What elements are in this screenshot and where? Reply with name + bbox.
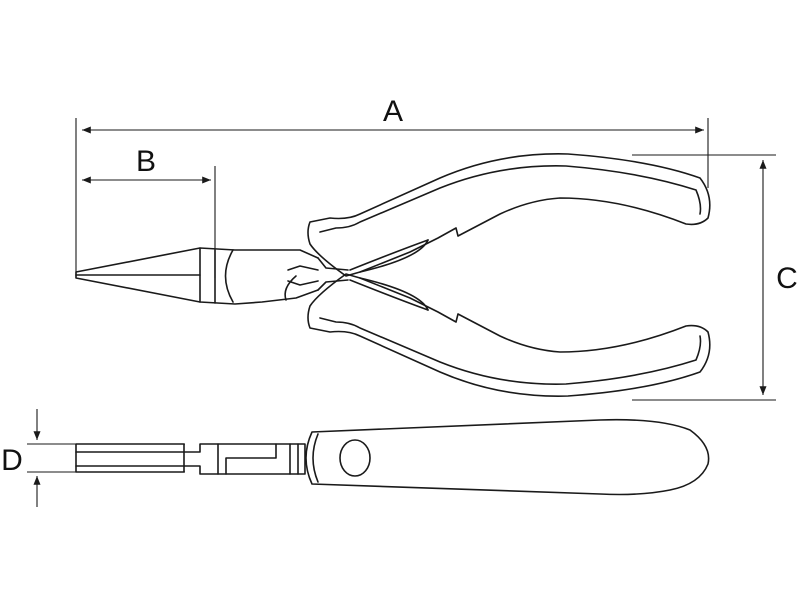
upper-handle-outer [307, 153, 711, 277]
jaw-inner-top [287, 265, 319, 271]
dimension-label-b: B [136, 145, 156, 178]
upper-handle-return [359, 239, 429, 273]
lower-handle-outer [307, 273, 711, 397]
side-jaw-outline [75, 443, 185, 473]
dimension-d: D [1, 409, 185, 507]
side-handle-hole [339, 439, 371, 477]
jaw-inner-bottom [287, 280, 319, 286]
lower-handle-inner [319, 317, 702, 385]
side-joint-block [183, 443, 306, 475]
side-handle-outline [305, 418, 710, 496]
joint-edges [317, 257, 349, 291]
jaw-curve-right [284, 275, 297, 301]
dimension-a: A [75, 95, 709, 278]
return-spring [349, 239, 429, 311]
dimension-c: C [632, 154, 798, 401]
lower-handle-return [359, 277, 429, 311]
side-handle-inner-curve [312, 433, 319, 483]
dimension-label-d: D [1, 444, 23, 477]
side-joint-step [225, 443, 277, 475]
dimension-label-c: C [776, 262, 798, 295]
dimension-label-a: A [383, 95, 403, 128]
upper-handle-inner [319, 165, 702, 233]
pliers-side-view [75, 418, 710, 496]
jaw-curve-left [224, 249, 234, 303]
pliers-jaws [75, 247, 319, 305]
pliers-top-view [75, 153, 711, 397]
